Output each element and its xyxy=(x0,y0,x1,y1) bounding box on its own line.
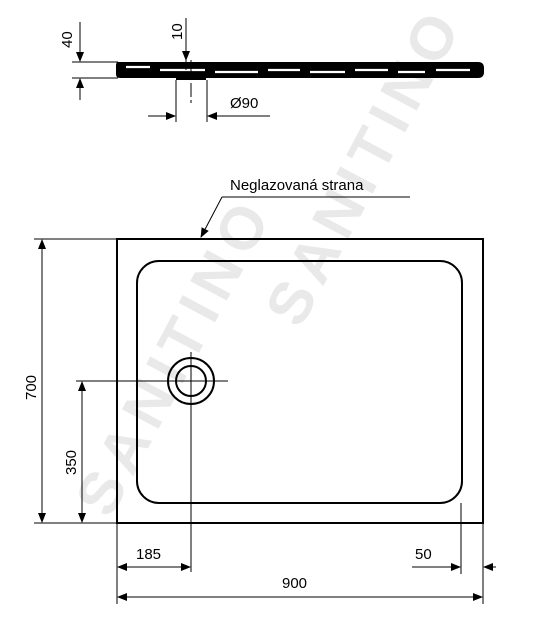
tray-basin xyxy=(136,260,463,504)
unglazed-side-label: Neglazovaná strana xyxy=(230,177,364,194)
drain-y-dim: 350 xyxy=(63,450,80,475)
drain-diameter-dim: Ø90 xyxy=(230,95,258,112)
watermark-text-2: SANITINO xyxy=(252,0,476,336)
drain-x-dim: 185 xyxy=(136,546,161,563)
plan-width-dim: 900 xyxy=(282,575,307,592)
profile-offset-dim: 10 xyxy=(169,23,186,40)
profile-height-dim: 40 xyxy=(59,31,76,48)
profile-view: 40 10 Ø90 xyxy=(59,18,484,122)
drain-outlet xyxy=(176,72,206,80)
edge-dim: 50 xyxy=(415,546,432,563)
plan-view: Neglazovaná strana 700 350 185 50 900 xyxy=(23,177,496,604)
plan-height-dim: 700 xyxy=(23,375,40,400)
watermark-text-1: SANITINO xyxy=(62,185,286,526)
watermark: SANITINO SANITINO xyxy=(62,0,476,526)
